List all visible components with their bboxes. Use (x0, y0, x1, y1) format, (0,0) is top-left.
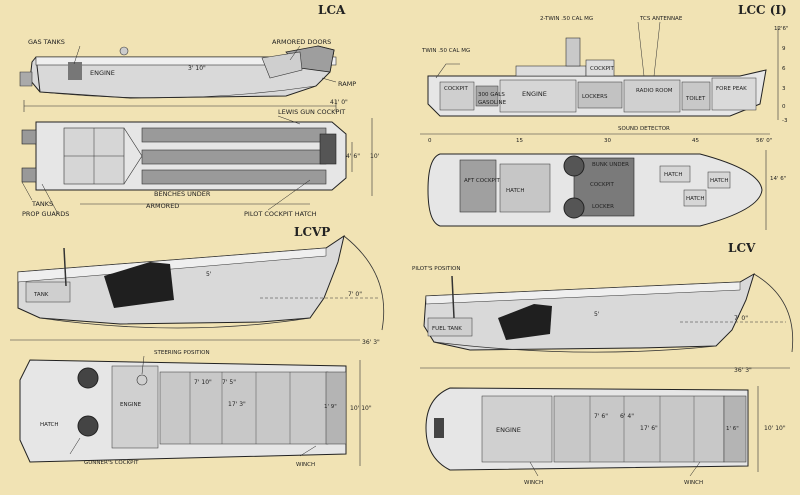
lcv-ramp-w-label: 1' 6" (726, 426, 739, 432)
lcvp-plan-view (19, 355, 361, 466)
lcc-height-scale-4: 0 (782, 104, 786, 110)
lcc-title: LCC (I) (738, 3, 787, 17)
lcc-height-scale-1: 9 (782, 46, 786, 52)
lcvp-side-view (10, 234, 385, 341)
lcvp-title: LCVP (294, 225, 330, 239)
lcv-side-view (420, 272, 794, 369)
lcvp-length-label: 36' 3" (362, 339, 380, 346)
lcc-hatch-small-label: HATCH (506, 188, 525, 194)
lcc-plate: LCC (I) 2-TWIN .50 CAL MG TCS ANTENNAE T… (420, 3, 789, 230)
lcvp-w2-label: 7' 5" (222, 379, 236, 386)
lcc-toilet-label: TOILET (685, 96, 706, 102)
lcvp-height-label: 5' (206, 271, 212, 278)
lcvp-engine-label: ENGINE (120, 402, 142, 408)
lca-prop-guards-label: PROP GUARDS (22, 210, 69, 218)
lcv-plate: LCV PILOT'S POSITION FUEL TANK 5' 7' 0" … (412, 241, 794, 486)
lcv-plan-view (425, 386, 759, 477)
lcvp-plate: LCVP TANK 5' 7' 0" 36' 3" (10, 225, 385, 468)
lcvp-beam-label: 10' 10" (350, 405, 372, 412)
lcc-beam-label: 14' 6" (770, 176, 786, 182)
lca-armored-label: ARMORED (146, 202, 179, 210)
lcvp-hatch-label: HATCH (40, 422, 59, 428)
lcv-draft-label: 7' 0" (734, 315, 748, 322)
lcc-height-scale-2: 6 (782, 66, 786, 72)
lcc-length-scale-0: 0 (428, 138, 432, 144)
lcc-height-scale-3: 3 (782, 86, 786, 92)
lcv-w2-label: 6' 4" (620, 413, 634, 420)
lcv-winch-1-label: WINCH (524, 480, 543, 486)
lcc-fore-peak-label: FORE PEAK (716, 86, 747, 92)
lca-tanks-label: TANKS (31, 200, 53, 208)
lcv-height-label: 5' (594, 311, 600, 318)
lcc-aft-cockpit-label: AFT COCKPIT (464, 178, 500, 184)
lcc-radio-label: RADIO ROOM (636, 88, 673, 94)
lcc-cockpit-deck-label: COCKPIT (590, 182, 615, 188)
lcc-gals-sub-label: GASOLINE (478, 100, 507, 106)
lcc-twin-mg-label: TWIN .50 CAL MG (421, 48, 470, 54)
lcc-length-scale-1: 15 (516, 138, 523, 144)
lca-gas-tanks-label: GAS TANKS (28, 38, 65, 46)
lcc-gals-label: 300 GALS (478, 92, 505, 98)
lcv-beam-label: 10' 10" (764, 425, 786, 432)
lcc-twin-mg-top-label: 2-TWIN .50 CAL MG (540, 16, 593, 22)
lcc-tcs-label: TCS ANTENNAE (639, 16, 683, 22)
lcv-length-label: 36' 3" (734, 367, 752, 374)
lcc-locker-deck-label: LOCKER (592, 204, 614, 210)
lcc-hatch-3-label: HATCH (686, 196, 705, 202)
lcc-side-view (420, 21, 779, 135)
lca-benches-label: BENCHES UNDER (154, 190, 211, 198)
lcc-hatch-2-label: HATCH (710, 178, 729, 184)
lca-beam-inner-label: 4' 6" (346, 153, 360, 160)
lcc-lockers-label: LOCKERS (582, 94, 608, 100)
lcc-length-label: 56' 0" (756, 138, 772, 144)
lcvp-draft-label: 7' 0" (348, 291, 362, 298)
lcvp-winch-label: WINCH (296, 462, 315, 468)
lca-plate: LCA GAS TANKS ARMORED DOORS ENGINE 3' 10… (19, 3, 380, 218)
lcc-length-scale-3: 45 (692, 138, 699, 144)
lcv-pilot-label: PILOT'S POSITION (412, 266, 460, 272)
lcv-cargo-len-label: 17' 6" (640, 425, 658, 432)
lcc-length-scale-2: 30 (604, 138, 611, 144)
lcc-hatch-1-label: HATCH (664, 172, 683, 178)
lca-lewis-gun-label: LEWIS GUN COCKPIT (278, 108, 345, 116)
lcv-title: LCV (728, 241, 756, 255)
lcvp-steering-label: STEERING POSITION (154, 350, 210, 356)
lcc-cockpit-top-label: COCKPIT (590, 66, 615, 72)
lcv-w1-label: 7' 6" (594, 413, 608, 420)
lcc-height-scale-0: 12'6" (774, 26, 789, 32)
lcvp-cargo-len-label: 17' 3" (228, 401, 246, 408)
lcc-bunk-label: BUNK UNDER (592, 162, 629, 168)
lcv-engine-label: ENGINE (496, 426, 521, 434)
lcc-engine-label: ENGINE (522, 90, 547, 98)
lcvp-w1-label: 7' 10" (194, 379, 212, 386)
lca-ramp-label: RAMP (338, 80, 356, 88)
lca-height-label: 3' 10" (188, 65, 206, 72)
lcvp-tank-label: TANK (33, 292, 49, 298)
lcvp-ramp-w-label: 1' 9" (324, 404, 337, 410)
lcv-fuel-label: FUEL TANK (432, 326, 462, 332)
lcc-height-scale-5: -3 (782, 118, 788, 124)
lca-pilot-hatch-label: PILOT COCKPIT HATCH (244, 210, 317, 218)
lca-title: LCA (318, 3, 346, 17)
lca-beam-outer-label: 10' (370, 153, 380, 160)
lcv-winch-2-label: WINCH (684, 480, 703, 486)
lca-side-view (19, 45, 337, 112)
lcc-plan-view (427, 150, 767, 230)
lca-plan-view (21, 115, 373, 215)
lcvp-gunner-label: GUNNER'S COCKPIT (84, 460, 139, 466)
lca-length-label: 41' 0" (330, 99, 348, 106)
lca-gas-tank-shape (68, 62, 82, 80)
lca-armored-doors-label: ARMORED DOORS (272, 38, 331, 46)
lcc-sound-label: SOUND DETECTOR (618, 126, 670, 132)
lcc-cockpit-aft-label: COCKPIT (444, 86, 469, 92)
lca-engine-label: ENGINE (90, 69, 115, 77)
